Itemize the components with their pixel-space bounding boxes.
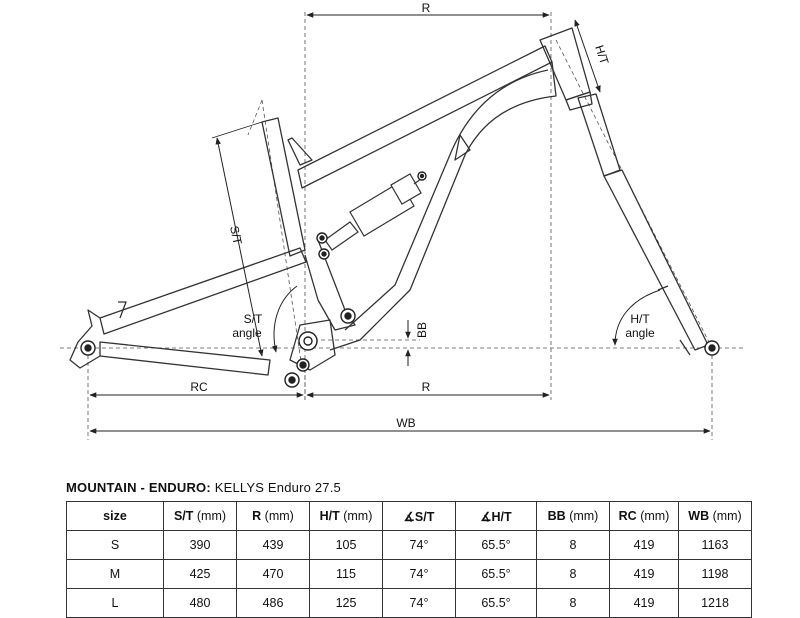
table-header-row: size S/T (mm) R (mm) H/T (mm) ∡S/T ∡H/T … <box>66 501 752 531</box>
label-seat-angle-1: S/T <box>244 312 263 326</box>
table-cell: L <box>66 588 164 618</box>
table-cell: 439 <box>236 530 310 560</box>
header-cell: WB (mm) <box>678 501 752 531</box>
label-head-angle-1: H/T <box>630 312 650 326</box>
table-cell: 8 <box>536 530 610 560</box>
table-cell: 105 <box>309 530 383 560</box>
table-cell: 125 <box>309 588 383 618</box>
category-label: MOUNTAIN - ENDURO: <box>66 480 211 495</box>
header-cell: size <box>66 501 164 531</box>
table-cell: 74° <box>382 530 456 560</box>
table-row: S 390 439 105 74° 65.5° 8 419 1163 <box>66 530 752 560</box>
table-title: MOUNTAIN - ENDURO: KELLYS Enduro 27.5 <box>66 480 341 495</box>
table-cell: 419 <box>609 588 679 618</box>
dimension-arrows <box>89 12 711 434</box>
label-bb: BB <box>415 322 429 338</box>
header-cell: ∡H/T <box>455 501 537 531</box>
table-cell: 74° <box>382 588 456 618</box>
model-name: KELLYS Enduro 27.5 <box>214 480 341 495</box>
dimension-labels: R H/T S/T S/T angle H/T angle BB RC R WB <box>190 1 655 430</box>
table-cell: 486 <box>236 588 310 618</box>
table-cell: 419 <box>609 530 679 560</box>
table-cell: 470 <box>236 559 310 589</box>
pivots <box>80 171 720 388</box>
table-cell: 74° <box>382 559 456 589</box>
header-cell: S/T (mm) <box>163 501 237 531</box>
table-row: L 480 486 125 74° 65.5° 8 419 1218 <box>66 588 752 618</box>
table-cell: 390 <box>163 530 237 560</box>
header-cell: BB (mm) <box>536 501 610 531</box>
table-cell: 419 <box>609 559 679 589</box>
header-cell: ∡S/T <box>382 501 456 531</box>
frame-geometry-diagram: R H/T S/T S/T angle H/T angle BB RC R WB <box>60 1 745 440</box>
table-cell: 480 <box>163 588 237 618</box>
table-cell: M <box>66 559 164 589</box>
table-cell: 1163 <box>678 530 752 560</box>
table-cell: 65.5° <box>455 588 537 618</box>
table-cell: 1218 <box>678 588 752 618</box>
label-chainstay: RC <box>190 380 208 394</box>
table-cell: 65.5° <box>455 559 537 589</box>
header-cell: H/T (mm) <box>309 501 383 531</box>
table-cell: S <box>66 530 164 560</box>
geometry-table: size S/T (mm) R (mm) H/T (mm) ∡S/T ∡H/T … <box>66 501 752 618</box>
header-cell: R (mm) <box>236 501 310 531</box>
table-cell: 1198 <box>678 559 752 589</box>
label-wheelbase: WB <box>396 416 415 430</box>
guide-lines <box>60 12 745 440</box>
table-cell: 8 <box>536 588 610 618</box>
table-cell: 8 <box>536 559 610 589</box>
label-seat-angle-2: angle <box>232 326 262 340</box>
table-row: M 425 470 115 74° 65.5° 8 419 1198 <box>66 559 752 589</box>
label-seat-tube: S/T <box>227 225 245 247</box>
rear-shock <box>324 173 426 251</box>
header-cell: RC (mm) <box>609 501 679 531</box>
table-cell: 115 <box>309 559 383 589</box>
label-head-tube: H/T <box>592 43 611 66</box>
table-cell: 425 <box>163 559 237 589</box>
table-cell: 65.5° <box>455 530 537 560</box>
label-head-angle-2: angle <box>625 326 655 340</box>
label-reach-top: R <box>422 1 431 15</box>
label-reach-bottom: R <box>422 380 431 394</box>
